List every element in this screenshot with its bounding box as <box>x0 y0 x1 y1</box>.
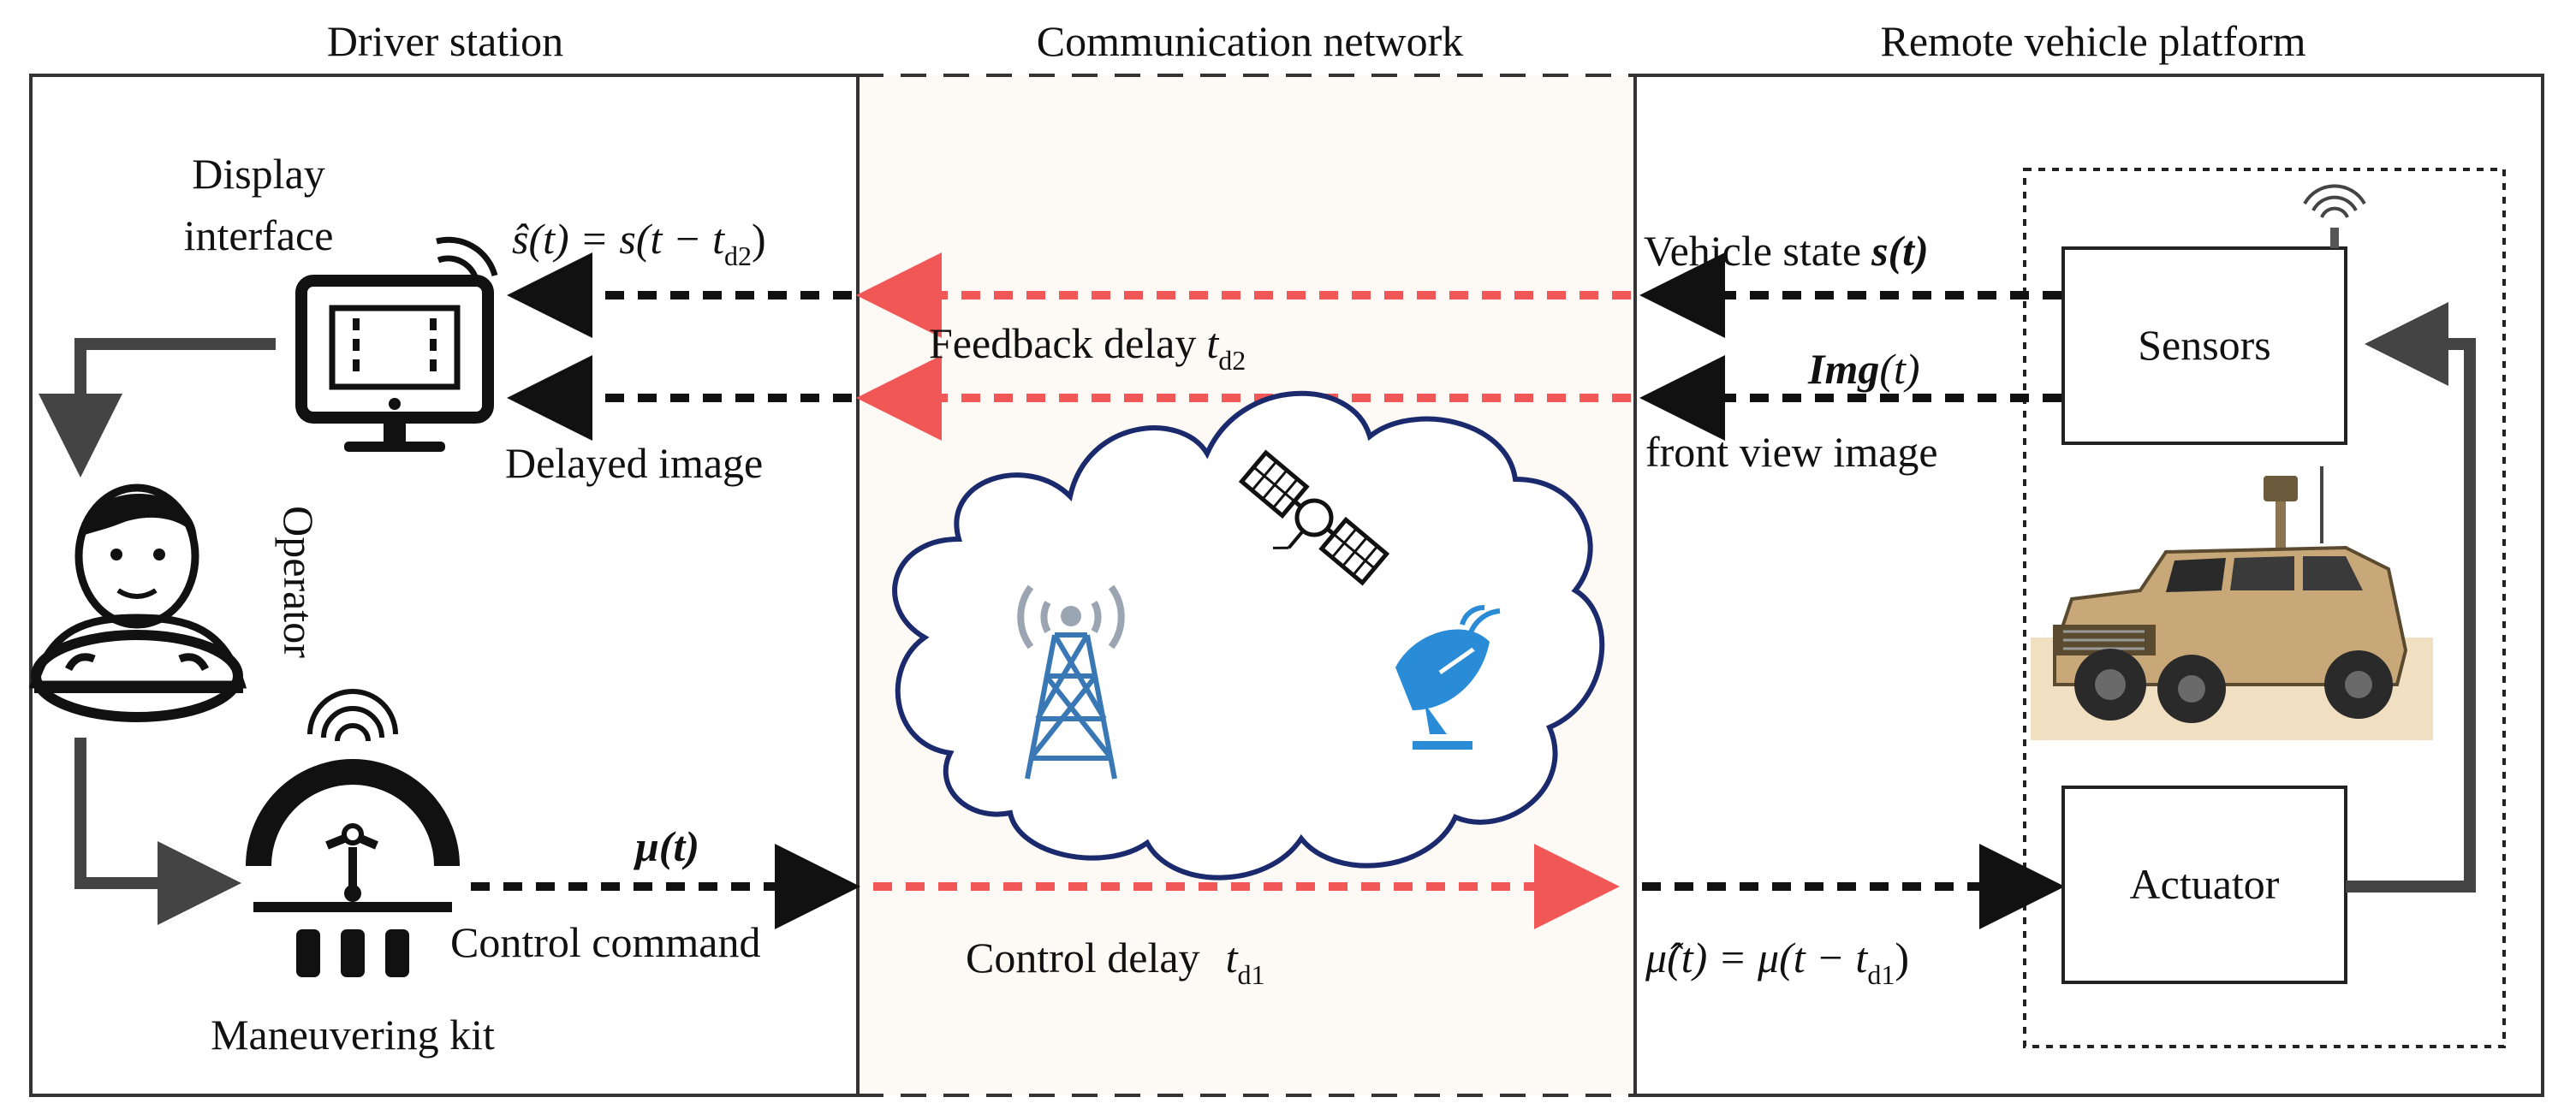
maneuvering-kit-label: Maneuvering kit <box>211 1011 495 1059</box>
display-interface-label-line2: interface <box>184 211 334 259</box>
s-hat-subscript: d2 <box>724 240 752 271</box>
vehicle-subsystem-boundary <box>2023 168 2506 1048</box>
satellite-dish-icon <box>1395 605 1501 750</box>
display-interface-label-line1: Display <box>192 150 325 198</box>
svg-text:μ̂(t) = μ(t − td1): μ̂(t) = μ(t − td1) <box>1645 934 1909 990</box>
wifi-antenna-icon <box>2303 184 2366 248</box>
sensors-label: Sensors <box>2138 321 2271 369</box>
svg-text:Img(t): Img(t) <box>1807 345 1920 393</box>
monitor-icon <box>295 236 498 452</box>
satellite-icon <box>1238 449 1390 586</box>
cell-tower-icon <box>1017 584 1125 780</box>
operator-label: Operator <box>275 506 323 658</box>
flow-actuator-to-sensors <box>2346 302 2476 893</box>
svg-text:ŝ(t) = s(t − td2): ŝ(t) = s(t − td2) <box>512 215 766 271</box>
front-view-image-label: front view image <box>1645 428 1938 476</box>
maneuvering-kit-icon <box>246 689 460 977</box>
sensors-box <box>2061 246 2347 445</box>
flow-operator-to-kit <box>74 738 241 925</box>
driver-station-panel <box>29 74 860 1097</box>
operator-icon <box>28 483 247 722</box>
header-communication-network: Communication network <box>1037 17 1464 65</box>
actuator-label: Actuator <box>2130 860 2280 908</box>
mu-hat-subscript: d1 <box>1867 959 1895 990</box>
header-driver-station: Driver station <box>327 17 563 65</box>
military-vehicle-icon <box>2031 466 2433 740</box>
mu-of-t-label: μ(t) <box>633 822 699 870</box>
mu-hat-equation: μ̂(t) = μ(t − td1) <box>1645 934 1909 990</box>
flow-display-to-operator <box>39 338 276 477</box>
remote-vehicle-panel <box>1633 74 2544 1097</box>
img-of-t-label: Img(t) <box>1807 345 1920 393</box>
delayed-image-label: Delayed image <box>505 439 763 487</box>
control-command-label: Control command <box>450 918 760 966</box>
actuator-box <box>2061 786 2347 984</box>
header-remote-vehicle-platform: Remote vehicle platform <box>1880 17 2305 65</box>
s-hat-equation: ŝ(t) = s(t − td2) <box>512 215 766 271</box>
svg-text:μ(t): μ(t) <box>633 822 699 870</box>
